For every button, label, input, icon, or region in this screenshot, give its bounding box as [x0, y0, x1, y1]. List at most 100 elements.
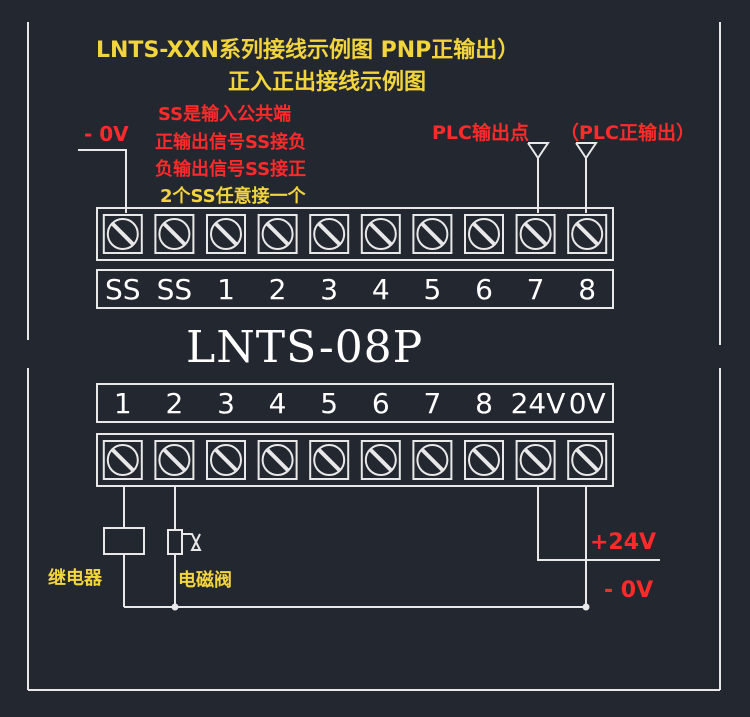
top-terminal-label-1: SS: [156, 273, 193, 306]
bottom-terminal-label-3: 4: [268, 387, 287, 420]
top-screw-housing-4: [309, 214, 350, 254]
top-screw-head-5: [364, 218, 397, 250]
bottom-screw-housing-5: [360, 440, 401, 480]
top-terminal-label-8: 7: [526, 273, 545, 306]
bottom-terminal-label-2: 3: [217, 387, 235, 420]
top-screw-housing-0: [102, 214, 143, 254]
bottom-screw-head-3: [261, 444, 294, 476]
bottom-screw-housing-0: [102, 440, 143, 480]
top-screw-head-8: [519, 218, 552, 250]
label-plc-output-point: PLC输出点: [432, 122, 529, 144]
wire-24v: [537, 486, 660, 561]
top-screw-head-1: [158, 218, 191, 250]
top-screw-housing-2: [206, 214, 246, 254]
bottom-screw-head-2: [210, 444, 242, 476]
top-terminal-label-5: 4: [371, 273, 390, 306]
bottom-terminal-label-9: 0V: [568, 387, 606, 420]
label-neg-0v-bottom: - 0V: [604, 578, 654, 603]
relay-symbol: [103, 527, 145, 555]
top-screw-housing-6: [412, 214, 453, 254]
bottom-screw-housing-1: [154, 440, 195, 480]
bottom-terminal-block: [96, 433, 614, 487]
bottom-screw-housing-3: [257, 440, 298, 480]
top-screw-housing-7: [464, 214, 504, 254]
bottom-terminal-label-6: 7: [423, 387, 442, 420]
top-label-strip: [96, 269, 614, 309]
plc-symbol-8: [575, 142, 598, 160]
bottom-screw-slot-8: [524, 448, 548, 472]
top-terminal-label-9: 8: [578, 273, 597, 306]
bottom-screw-head-8: [519, 444, 552, 476]
top-terminal-label-3: 2: [268, 273, 287, 306]
bottom-screw-slot-9: [575, 448, 599, 472]
bottom-terminal-label-0: 1: [113, 387, 132, 420]
top-screws: [102, 214, 608, 254]
top-screw-slot-7: [472, 222, 496, 246]
top-screw-slot-1: [162, 222, 186, 246]
title-line-1: LNTS-XXN系列接线示例图 PNP正输出）: [96, 38, 520, 63]
bottom-terminal-label-1: 2: [165, 387, 184, 420]
bottom-screws: [102, 440, 608, 480]
top-screw-head-4: [313, 218, 346, 250]
bottom-screw-head-7: [468, 444, 500, 476]
model-name: LNTS-08P: [186, 322, 424, 373]
top-terminal-block: [96, 207, 614, 261]
top-screw-housing-3: [257, 214, 298, 254]
valve-coil-symbol: [167, 529, 183, 555]
top-terminal-label-7: 6: [475, 273, 493, 306]
top-terminal-label-0: SS: [105, 273, 141, 306]
top-screw-housing-9: [567, 214, 608, 254]
note-either-ss: 2个SS任意接一个: [160, 186, 306, 207]
top-screw-slot-3: [266, 222, 290, 246]
bottom-screw-slot-5: [369, 448, 393, 472]
bottom-screw-slot-0: [111, 448, 135, 472]
bottom-label-strip: [96, 383, 614, 423]
bottom-screw-slot-4: [317, 448, 341, 472]
top-terminal-label-4: 3: [320, 273, 339, 306]
top-screw-slot-2: [214, 222, 238, 246]
top-screw-head-6: [416, 218, 449, 250]
top-terminal-label-6: 5: [423, 273, 442, 306]
top-screw-slot-0: [111, 222, 135, 246]
bottom-screw-head-4: [313, 444, 346, 476]
bottom-terminal-label-8: 24V: [510, 387, 566, 420]
top-terminal-label-2: 1: [217, 273, 235, 306]
bottom-screw-slot-1: [162, 448, 186, 472]
bottom-screw-housing-4: [309, 440, 350, 480]
bottom-screw-slot-6: [420, 448, 444, 472]
plc-symbol-7: [527, 142, 550, 160]
bottom-terminal-label-4: 5: [320, 387, 339, 420]
bottom-screw-slot-7: [472, 448, 496, 472]
label-neg-0v-top: - 0V: [84, 122, 129, 146]
wire-neg0v-to-ss: [78, 149, 127, 213]
valve-symbol: [182, 533, 202, 551]
label-plc-positive-output: （PLC正输出）: [560, 122, 695, 144]
bottom-screw-housing-7: [464, 440, 504, 480]
bottom-screw-housing-9: [567, 440, 608, 480]
bottom-screw-head-6: [416, 444, 449, 476]
top-screw-slot-6: [420, 222, 444, 246]
bottom-terminal-label-7: 8: [475, 387, 493, 420]
label-plus-24v: +24V: [590, 530, 657, 555]
top-screw-slot-8: [524, 222, 548, 246]
top-screw-housing-8: [515, 214, 556, 254]
top-screw-head-2: [210, 218, 242, 250]
top-screw-slot-4: [317, 222, 341, 246]
junction-dot-left: [171, 603, 179, 611]
bottom-screw-housing-2: [206, 440, 246, 480]
label-relay: 继电器: [48, 568, 102, 589]
top-screw-head-0: [106, 218, 139, 250]
junction-dot-right: [582, 603, 590, 611]
top-screw-housing-5: [360, 214, 401, 254]
bottom-terminal-label-5: 6: [371, 387, 390, 420]
note-negative-output: 负输出信号SS接正: [155, 159, 307, 180]
top-screw-head-9: [571, 218, 604, 250]
bottom-screw-head-1: [158, 444, 191, 476]
label-solenoid-valve: 电磁阀: [178, 570, 232, 591]
bottom-screw-head-5: [364, 444, 397, 476]
bottom-screw-slot-3: [266, 448, 290, 472]
top-screw-slot-9: [575, 222, 599, 246]
